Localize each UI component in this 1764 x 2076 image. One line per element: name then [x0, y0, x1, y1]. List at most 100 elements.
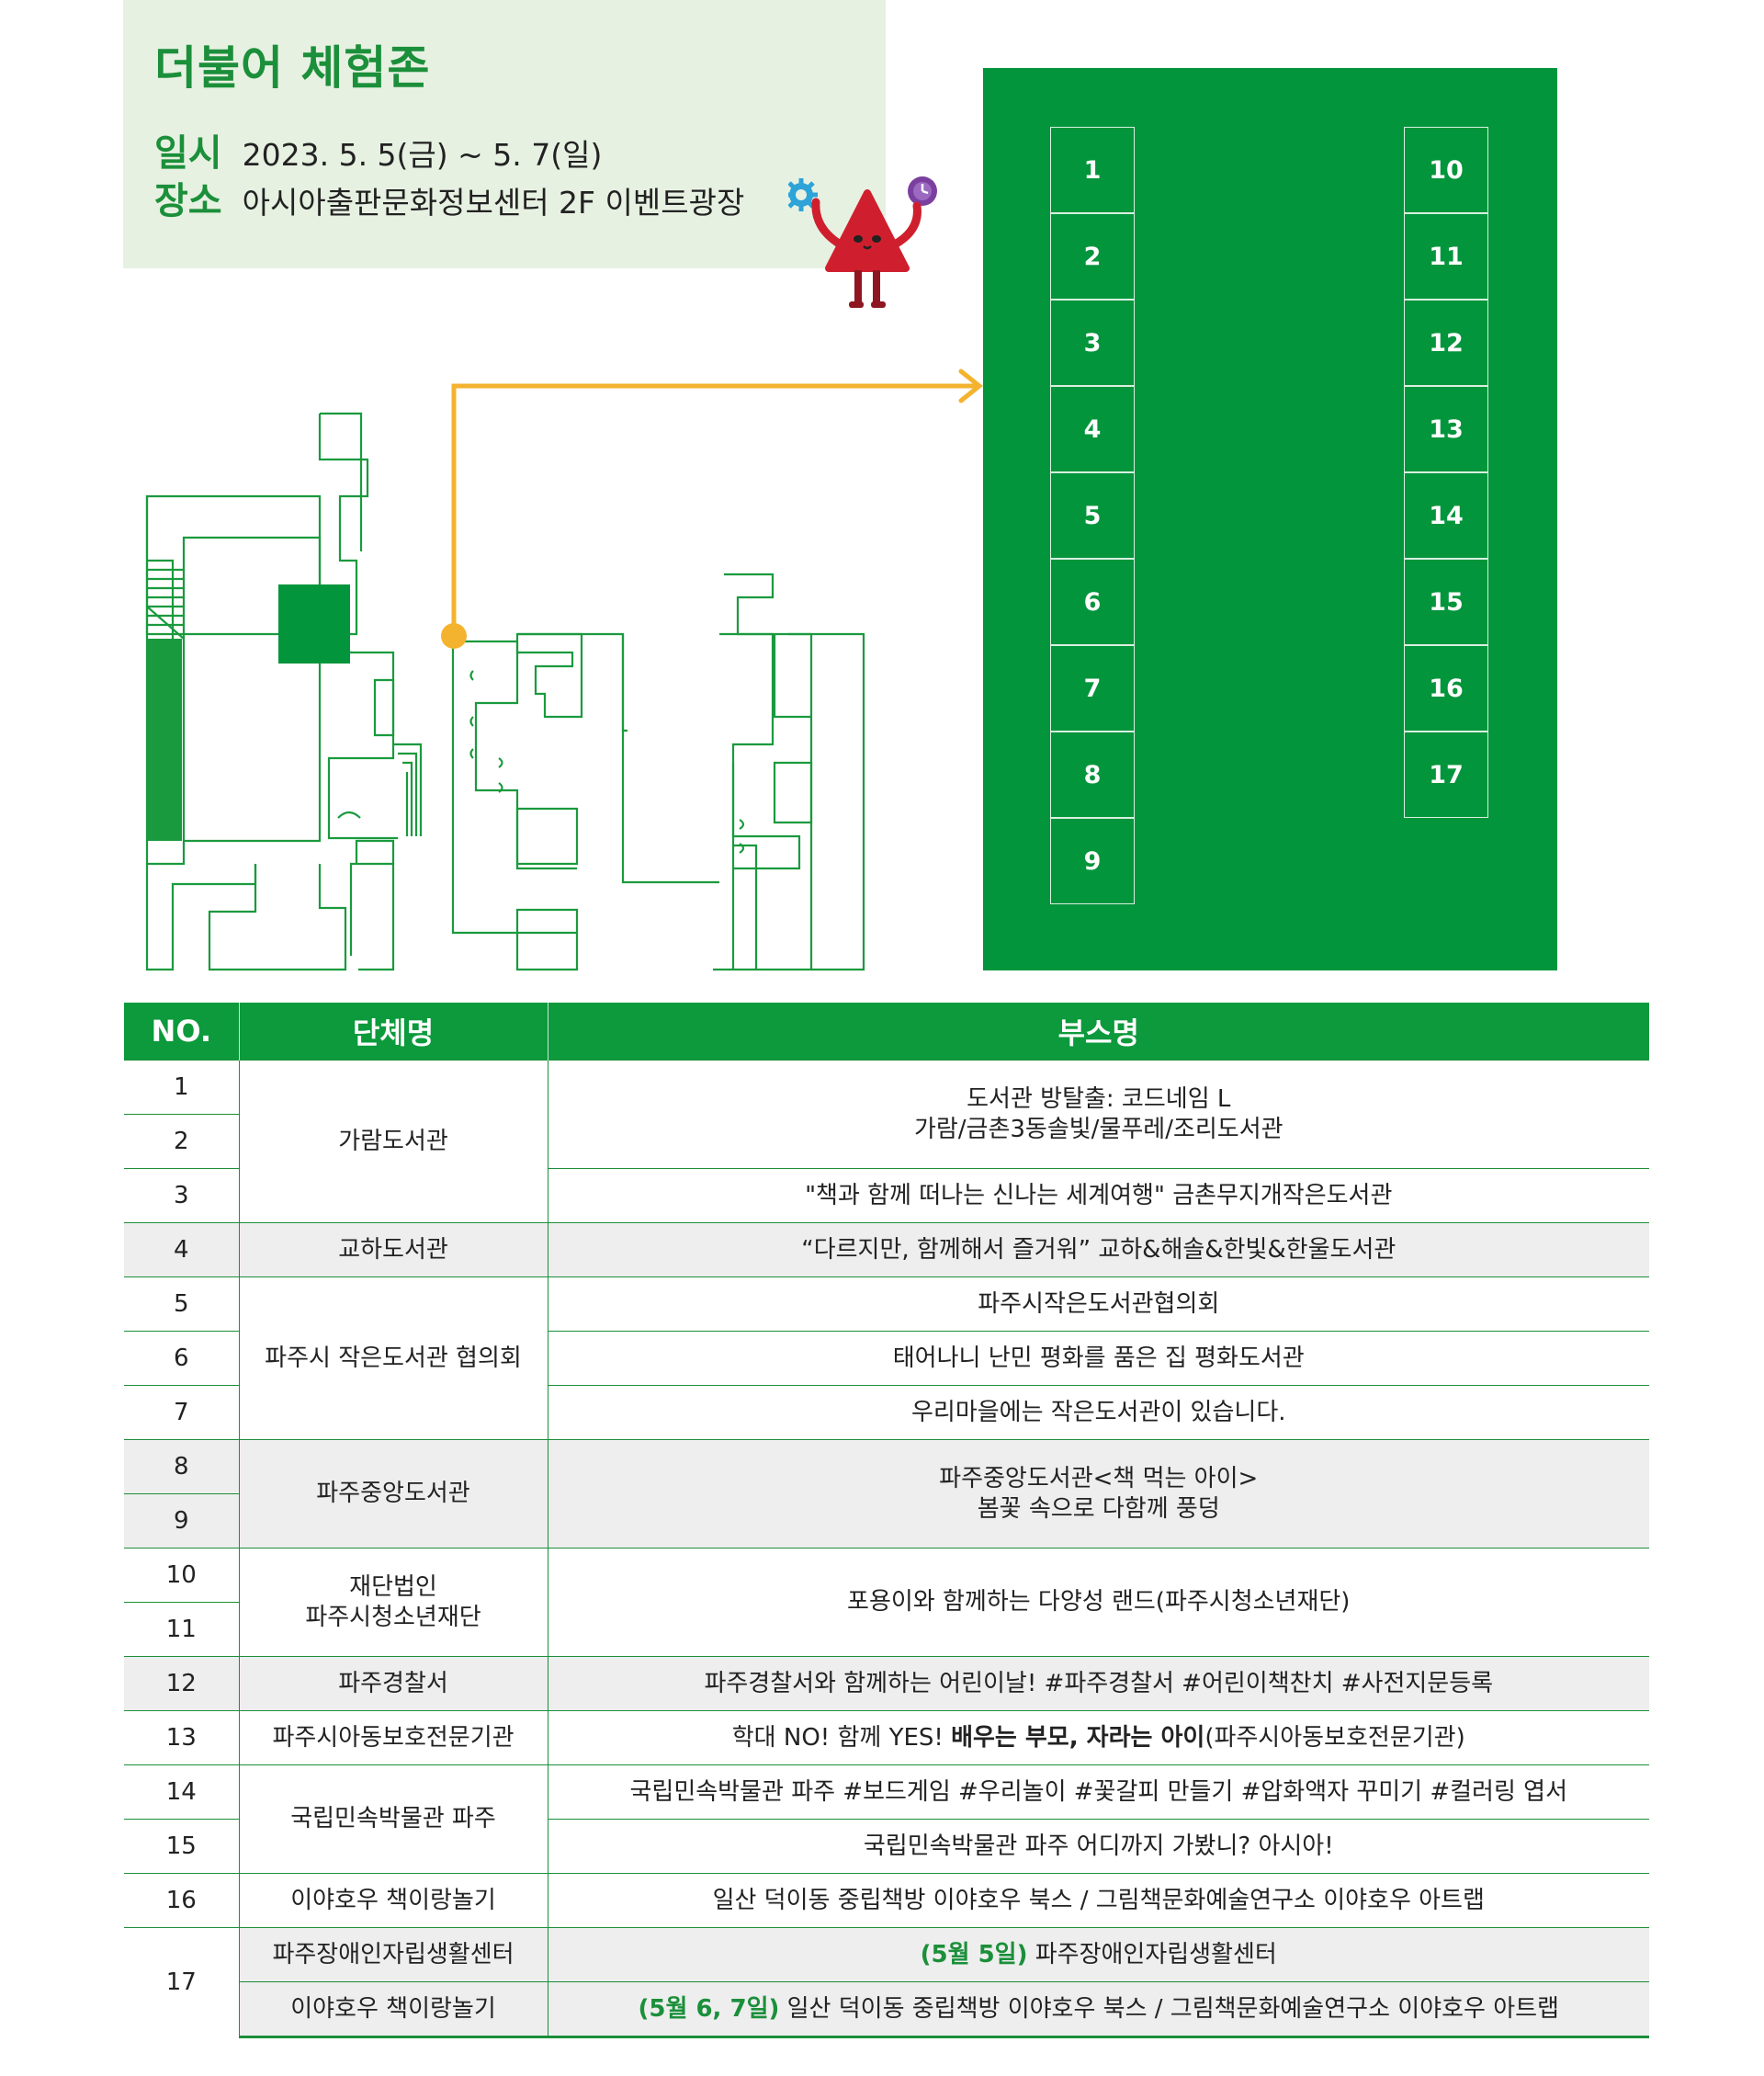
table-row: 9: [124, 1493, 1649, 1548]
booth-date: (5월 5일): [920, 1940, 1028, 1968]
date-value: 2023. 5. 5(금) ~ 5. 7(일): [242, 137, 603, 173]
table-header-row: NO. 단체명 부스명: [124, 1003, 1649, 1061]
row-no: 1: [124, 1060, 239, 1115]
date-label: 일시: [154, 132, 222, 175]
table-row: 11: [124, 1602, 1649, 1657]
row-no: 2: [124, 1114, 239, 1169]
clock-icon: [908, 176, 937, 206]
table-row: 10 재단법인 파주시청소년재단 포용이와 함께하는 다양성 랜드(파주시청소년…: [124, 1548, 1649, 1657]
booth-name: “다르지만, 함께해서 즐거워” 교하&해솔&한빛&한울도서관: [547, 1222, 1649, 1277]
booth-name: 일산 덕이동 중립책방 이야호우 북스 / 그림책문화예술연구소 이야호우 아트…: [547, 1873, 1649, 1928]
booth-table: NO. 단체명 부스명 1 가람도서관 도서관 방탈출: 코드네임 L 가람/금…: [124, 1003, 1649, 2038]
booth-7: 7: [1050, 645, 1135, 732]
booth-name: (5월 5일) 파주장애인자립생활센터: [547, 1927, 1649, 1982]
table-row: 16 이야호우 책이랑놀기 일산 덕이동 중립책방 이야호우 북스 / 그림책문…: [124, 1873, 1649, 1928]
row-no: 17: [124, 1927, 239, 2037]
row-no: 12: [124, 1656, 239, 1711]
booth-15: 15: [1404, 559, 1488, 645]
gear-icon: [788, 178, 818, 211]
booth-map: 1 2 3 4 5 6 7 8 9 10 11 12 13 14 15 16 1…: [983, 68, 1557, 970]
org-name: 국립민속박물관 파주: [238, 1764, 548, 1874]
booth-13: 13: [1404, 386, 1488, 472]
booth-name: 도서관 방탈출: 코드네임 L 가람/금촌3동솔빛/물푸레/조리도서관: [547, 1060, 1649, 1169]
table-row: 12 파주경찰서 파주경찰서와 함께하는 어린이날! #파주경찰서 #어린이책찬…: [124, 1656, 1649, 1711]
org-name: 이야호우 책이랑놀기: [238, 1981, 548, 2038]
org-name: 파주시아동보호전문기관: [238, 1710, 548, 1765]
mascot-character: [811, 189, 922, 308]
booth-17: 17: [1404, 732, 1488, 818]
booth-1: 1: [1050, 127, 1135, 213]
table-row: 7 우리마을에는 작은도서관이 있습니다.: [124, 1385, 1649, 1440]
booth-9: 9: [1050, 818, 1135, 904]
table-row: 5 파주시 작은도서관 협의회 파주시작은도서관협의회: [124, 1276, 1649, 1440]
table-row: 8 파주중앙도서관 파주중앙도서관<책 먹는 아이> 봄꽃 속으로 다함께 풍덩: [124, 1439, 1649, 1548]
booth-name-suffix: (파주시아동보호전문기관): [1204, 1723, 1465, 1752]
table-row: 17 파주장애인자립생활센터 (5월 5일) 파주장애인자립생활센터: [124, 1927, 1649, 2037]
booth-name: 파주중앙도서관<책 먹는 아이> 봄꽃 속으로 다함께 풍덩: [547, 1439, 1649, 1548]
row-no: 6: [124, 1331, 239, 1386]
booth-name: 태어나니 난민 평화를 품은 집 평화도서관: [547, 1331, 1649, 1386]
booth-14: 14: [1404, 472, 1488, 559]
header-org: 단체명: [238, 1003, 548, 1061]
org-name: 이야호우 책이랑놀기: [238, 1873, 548, 1928]
row-no: 7: [124, 1385, 239, 1440]
header-no: NO.: [124, 1003, 239, 1061]
mascot-illustration: [788, 176, 937, 308]
booth-name-text: 파주장애인자립생활센터: [1027, 1940, 1277, 1968]
floor-plan: [145, 412, 865, 971]
row-no: 10: [124, 1548, 239, 1603]
row-no: 4: [124, 1222, 239, 1277]
place-label: 장소: [154, 180, 222, 222]
row-no: 11: [124, 1602, 239, 1657]
booth-name: 국립민속박물관 파주 #보드게임 #우리놀이 #꽃갈피 만들기 #압화액자 꾸미…: [547, 1764, 1649, 1820]
zone-title: 더불어 체험존: [154, 41, 431, 95]
header-booth: 부스명: [547, 1003, 1649, 1061]
date-line: 일시 2023. 5. 5(금) ~ 5. 7(일): [154, 123, 602, 176]
table-row: 3 "책과 함께 떠나는 신나는 세계여행" 금촌무지개작은도서관: [124, 1168, 1649, 1223]
booth-name: 학대 NO! 함께 YES! 배우는 부모, 자라는 아이(파주시아동보호전문기…: [547, 1710, 1649, 1765]
place-line: 장소 아시아출판문화정보센터 2F 이벤트광장: [154, 171, 744, 224]
row-no: 13: [124, 1710, 239, 1765]
booth-2: 2: [1050, 213, 1135, 300]
row-no: 14: [124, 1764, 239, 1820]
org-name: 파주장애인자립생활센터: [238, 1927, 548, 1982]
info-box: 더불어 체험존 일시 2023. 5. 5(금) ~ 5. 7(일) 장소 아시아출…: [123, 0, 886, 268]
table-row: 1 가람도서관 도서관 방탈출: 코드네임 L 가람/금촌3동솔빛/물푸레/조리…: [124, 1060, 1649, 1223]
row-no: 8: [124, 1439, 239, 1494]
booth-11: 11: [1404, 213, 1488, 300]
table-row: 14 국립민속박물관 파주 국립민속박물관 파주 #보드게임 #우리놀이 #꽃갈…: [124, 1764, 1649, 1874]
row-no: 9: [124, 1493, 239, 1548]
booth-name-text: 일산 덕이동 중립책방 이야호우 북스 / 그림책문화예술연구소 이야호우 아트…: [779, 1994, 1559, 2023]
place-value: 아시아출판문화정보센터 2F 이벤트광장: [242, 185, 745, 221]
booth-name: 국립민속박물관 파주 어디까지 가봤니? 아시아!: [547, 1819, 1649, 1874]
table-row: 15 국립민속박물관 파주 어디까지 가봤니? 아시아!: [124, 1819, 1649, 1874]
row-no: 16: [124, 1873, 239, 1928]
table-row: 이야호우 책이랑놀기 (5월 6, 7일) 일산 덕이동 중립책방 이야호우 북…: [124, 1981, 1649, 2038]
table-row: 4 교하도서관 “다르지만, 함께해서 즐거워” 교하&해솔&한빛&한울도서관: [124, 1222, 1649, 1277]
row-no: 15: [124, 1819, 239, 1874]
booth-name: 파주시작은도서관협의회: [547, 1276, 1649, 1332]
booth-6: 6: [1050, 559, 1135, 645]
booth-12: 12: [1404, 300, 1488, 386]
org-name: 교하도서관: [238, 1222, 548, 1277]
table-row: 2: [124, 1114, 1649, 1169]
booth-10: 10: [1404, 127, 1488, 213]
table-row: 13 파주시아동보호전문기관 학대 NO! 함께 YES! 배우는 부모, 자라…: [124, 1710, 1649, 1765]
event-plaza-highlight: [278, 584, 350, 664]
org-name: 재단법인 파주시청소년재단: [238, 1548, 548, 1657]
booth-name-emphasis: 배우는 부모, 자라는 아이: [951, 1723, 1205, 1752]
booth-3: 3: [1050, 300, 1135, 386]
org-name: 파주경찰서: [238, 1656, 548, 1711]
booth-name: "책과 함께 떠나는 신나는 세계여행" 금촌무지개작은도서관: [547, 1168, 1649, 1223]
org-name: 파주시 작은도서관 협의회: [238, 1276, 548, 1440]
row-no: 5: [124, 1276, 239, 1332]
booth-4: 4: [1050, 386, 1135, 472]
row-no: 3: [124, 1168, 239, 1223]
booth-5: 5: [1050, 472, 1135, 559]
booth-name: 포용이와 함께하는 다양성 랜드(파주시청소년재단): [547, 1548, 1649, 1657]
booth-name-text: 학대 NO! 함께 YES!: [731, 1723, 952, 1752]
booth-name: 우리마을에는 작은도서관이 있습니다.: [547, 1385, 1649, 1440]
booth-name: 파주경찰서와 함께하는 어린이날! #파주경찰서 #어린이책찬치 #사전지문등록: [547, 1656, 1649, 1711]
org-name: 가람도서관: [238, 1060, 548, 1223]
booth-16: 16: [1404, 645, 1488, 732]
